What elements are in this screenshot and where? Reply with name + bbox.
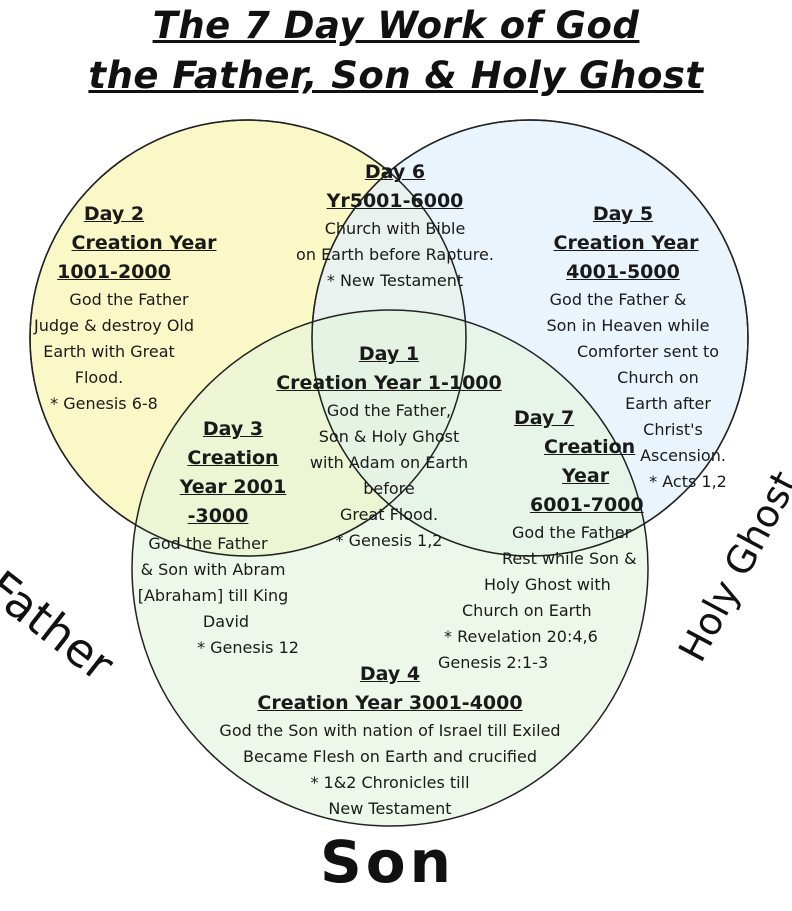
day3-year: Year 2001: [179, 476, 287, 498]
day6-years: Yr5001-6000: [326, 190, 464, 212]
day7-line: God the Father: [512, 523, 632, 542]
day5-line: * Acts 1,2: [649, 472, 727, 491]
day7-line: Church on Earth: [462, 601, 592, 620]
day4-line: New Testament: [328, 799, 452, 818]
title-line-1: The 7 Day Work of God: [152, 4, 640, 47]
day1-line: with Adam on Earth: [309, 453, 469, 472]
day2-line: Flood.: [74, 368, 124, 387]
father-circle-outline: [29, 119, 467, 557]
day1-line: * Genesis 1,2: [335, 531, 443, 550]
day3-line: * Genesis 12: [197, 638, 299, 657]
day5-line: Christ's: [643, 420, 703, 439]
day2-creation-year: Creation Year: [71, 232, 217, 254]
day3-region: Day 3 Creation Year 2001 -3000 God the F…: [128, 415, 308, 661]
day7-heading: Day 7: [514, 407, 575, 429]
day5-creation-year: Creation Year: [553, 232, 699, 254]
day4-line: God the Son with nation of Israel till E…: [219, 721, 561, 740]
day3-year-end: -3000: [187, 505, 249, 527]
day2-line: Earth with Great: [43, 342, 175, 361]
day6-region: Day 6 Yr5001-6000 Church with Bible on E…: [270, 158, 520, 294]
day5-line: God the Father &: [549, 290, 687, 309]
day4-region: Day 4 Creation Year 3001-4000 God the So…: [180, 660, 600, 822]
day6-line: on Earth before Rapture.: [296, 245, 494, 264]
day7-region: Day 7 Creation Year 6001-7000 God the Fa…: [438, 404, 658, 676]
son-circle: [131, 309, 649, 827]
day2-line: God the Father: [69, 290, 189, 309]
day6-heading: Day 6: [364, 161, 426, 183]
day7-line: Holy Ghost with: [484, 575, 611, 594]
day4-years: Creation Year 3001-4000: [257, 692, 523, 714]
day2-line: Judge & destroy Old: [33, 316, 195, 335]
day1-line: God the Father,: [326, 401, 452, 420]
day3-line: [Abraham] till King: [137, 586, 289, 605]
day6-line: Church with Bible: [324, 219, 466, 238]
day1-region: Day 1 Creation Year 1-1000 God the Fathe…: [262, 340, 516, 554]
day1-years: Creation Year 1-1000: [276, 372, 502, 394]
day7-years: 6001-7000: [530, 494, 644, 516]
day2-heading: Day 2: [83, 203, 145, 225]
day3-line: God the Father: [148, 534, 268, 553]
day3-creation: Creation: [187, 447, 279, 469]
day1-line: before: [363, 479, 415, 498]
day5-years: 4001-5000: [566, 261, 680, 283]
day3-line: & Son with Abram: [140, 560, 286, 579]
day3-heading: Day 3: [202, 418, 264, 440]
day2-years: 1001-2000: [57, 261, 171, 283]
day5-line: Earth after: [625, 394, 711, 413]
day1-line: Great Flood.: [339, 505, 439, 524]
day5-line: Son in Heaven while: [546, 316, 710, 335]
day2-region: Day 2 Creation Year 1001-2000 God the Fa…: [34, 200, 234, 417]
title-line-2: the Father, Son & Holy Ghost: [88, 54, 704, 97]
day4-heading: Day 4: [359, 663, 421, 685]
son-label: Son: [320, 828, 455, 896]
day5-line: Comforter sent to: [576, 342, 720, 361]
day1-line: Son & Holy Ghost: [318, 427, 460, 446]
day3-line: David: [202, 612, 250, 631]
day5-heading: Day 5: [592, 203, 654, 225]
day7-line: * Revelation 20:4,6: [444, 627, 598, 646]
day7-line: Genesis 2:1-3: [438, 653, 549, 672]
day2-line: * Genesis 6-8: [50, 394, 158, 413]
day7-year: Year: [562, 465, 610, 487]
day7-creation: Creation: [544, 436, 636, 458]
day7-line: Rest while Son &: [502, 549, 637, 568]
day5-region: Day 5 Creation Year 4001-5000 God the Fa…: [528, 200, 738, 495]
day6-line: * New Testament: [326, 271, 464, 290]
day5-line: Church on: [617, 368, 699, 387]
day4-line: Became Flesh on Earth and crucified: [242, 747, 538, 766]
day1-heading: Day 1: [358, 343, 420, 365]
holy-ghost-circle-outline: [311, 119, 749, 557]
day5-line: Ascension.: [640, 446, 726, 465]
day4-line: * 1&2 Chronicles till: [310, 773, 470, 792]
